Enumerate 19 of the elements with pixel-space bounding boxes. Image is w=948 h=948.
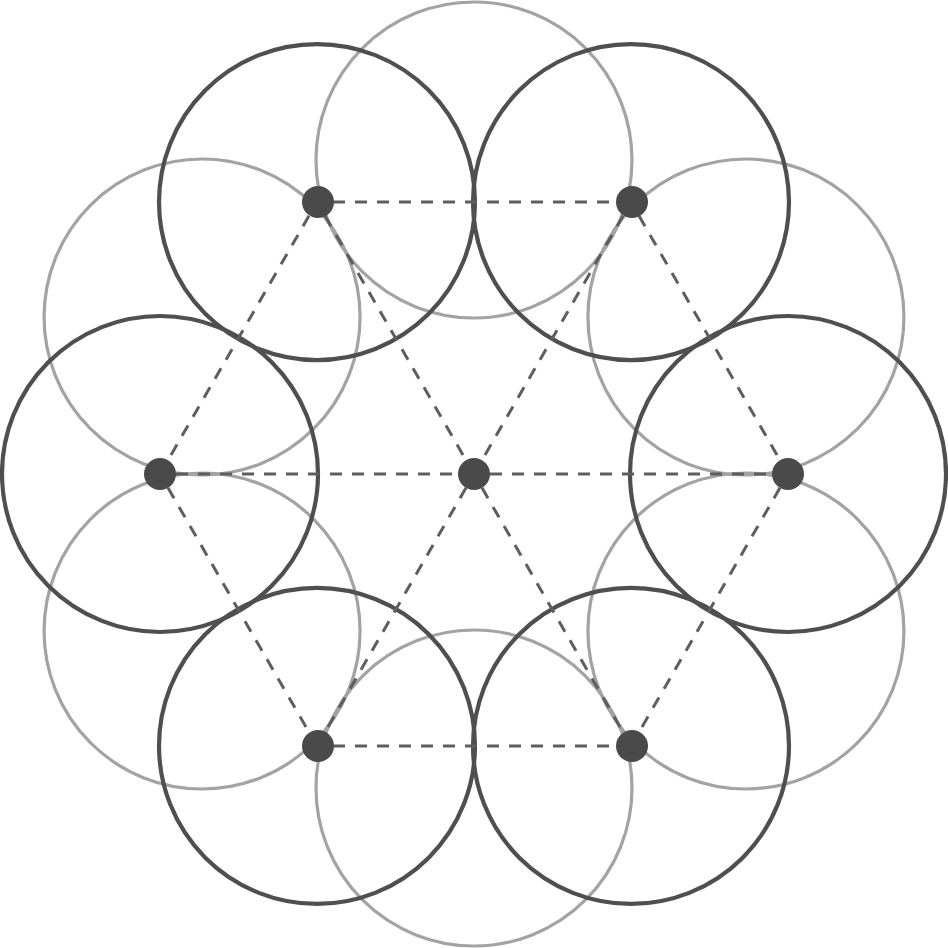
vertex-dot (615, 186, 647, 218)
dashed-line (176, 472, 458, 476)
dashed-line (637, 487, 782, 733)
vertex-dot (301, 730, 333, 762)
dashed-line (323, 215, 468, 461)
dashed-line (333, 200, 615, 204)
dashed-line (480, 215, 625, 461)
vertex-dot (458, 458, 490, 490)
dashed-line (480, 487, 625, 733)
dashed-line (637, 215, 782, 461)
vertex-dot (615, 730, 647, 762)
vertex-dot (772, 458, 804, 490)
dashed-line (323, 487, 468, 733)
dashed-line (490, 472, 772, 476)
vertex-dot (144, 458, 176, 490)
dashed-line (333, 744, 615, 748)
dashed-line (166, 215, 311, 461)
dashed-line (166, 487, 311, 733)
vertex-dot (301, 186, 333, 218)
